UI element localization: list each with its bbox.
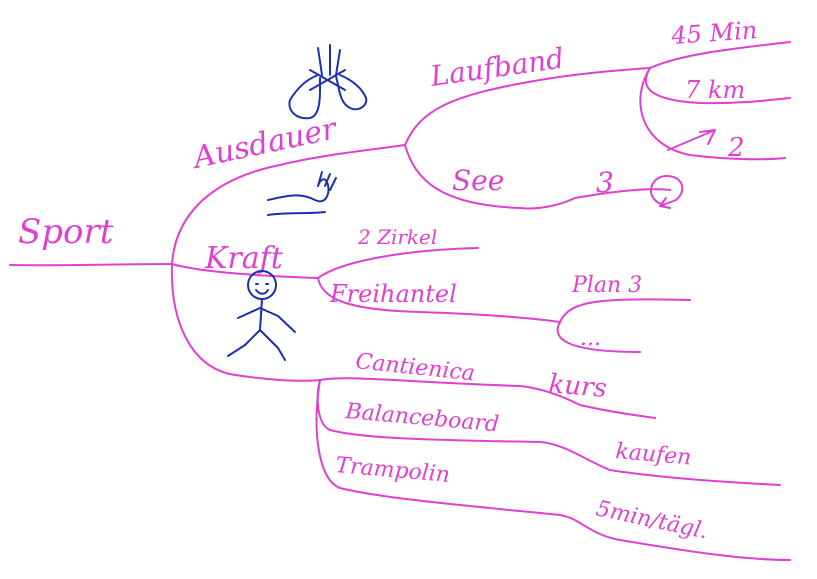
ausdauer-label: Ausdauer: [187, 111, 341, 176]
see-label: See: [452, 164, 504, 197]
balanceboard-note: kaufen: [614, 439, 692, 471]
cycle-arrow-icon: [650, 174, 684, 209]
laufband-detail-incline: 2: [727, 133, 745, 163]
kraft-label: Kraft: [204, 241, 284, 276]
lungs-icon: [288, 44, 368, 120]
stick-figure-runner-icon: [227, 270, 296, 361]
see-count: 3: [596, 166, 614, 199]
trampolin-label: Trampolin: [334, 453, 450, 488]
branch-lines: [9, 41, 791, 561]
freihantel-plan: Plan 3: [571, 273, 642, 298]
freihantel-label: Freihantel: [329, 280, 457, 308]
cantienica-note: kurs: [547, 369, 608, 404]
zirkel-label: 2 Zirkel: [357, 225, 437, 249]
laufband-detail-duration: 45 Min: [669, 16, 758, 50]
laufband-label: Laufband: [427, 42, 566, 94]
laufband-detail-distance: 7 km: [685, 76, 745, 104]
freihantel-more: ...: [580, 326, 601, 351]
root-label: Sport: [18, 212, 114, 252]
swimmer-icon: [267, 171, 337, 216]
incline-arrow-icon: [667, 129, 716, 151]
balanceboard-label: Balanceboard: [343, 399, 500, 437]
